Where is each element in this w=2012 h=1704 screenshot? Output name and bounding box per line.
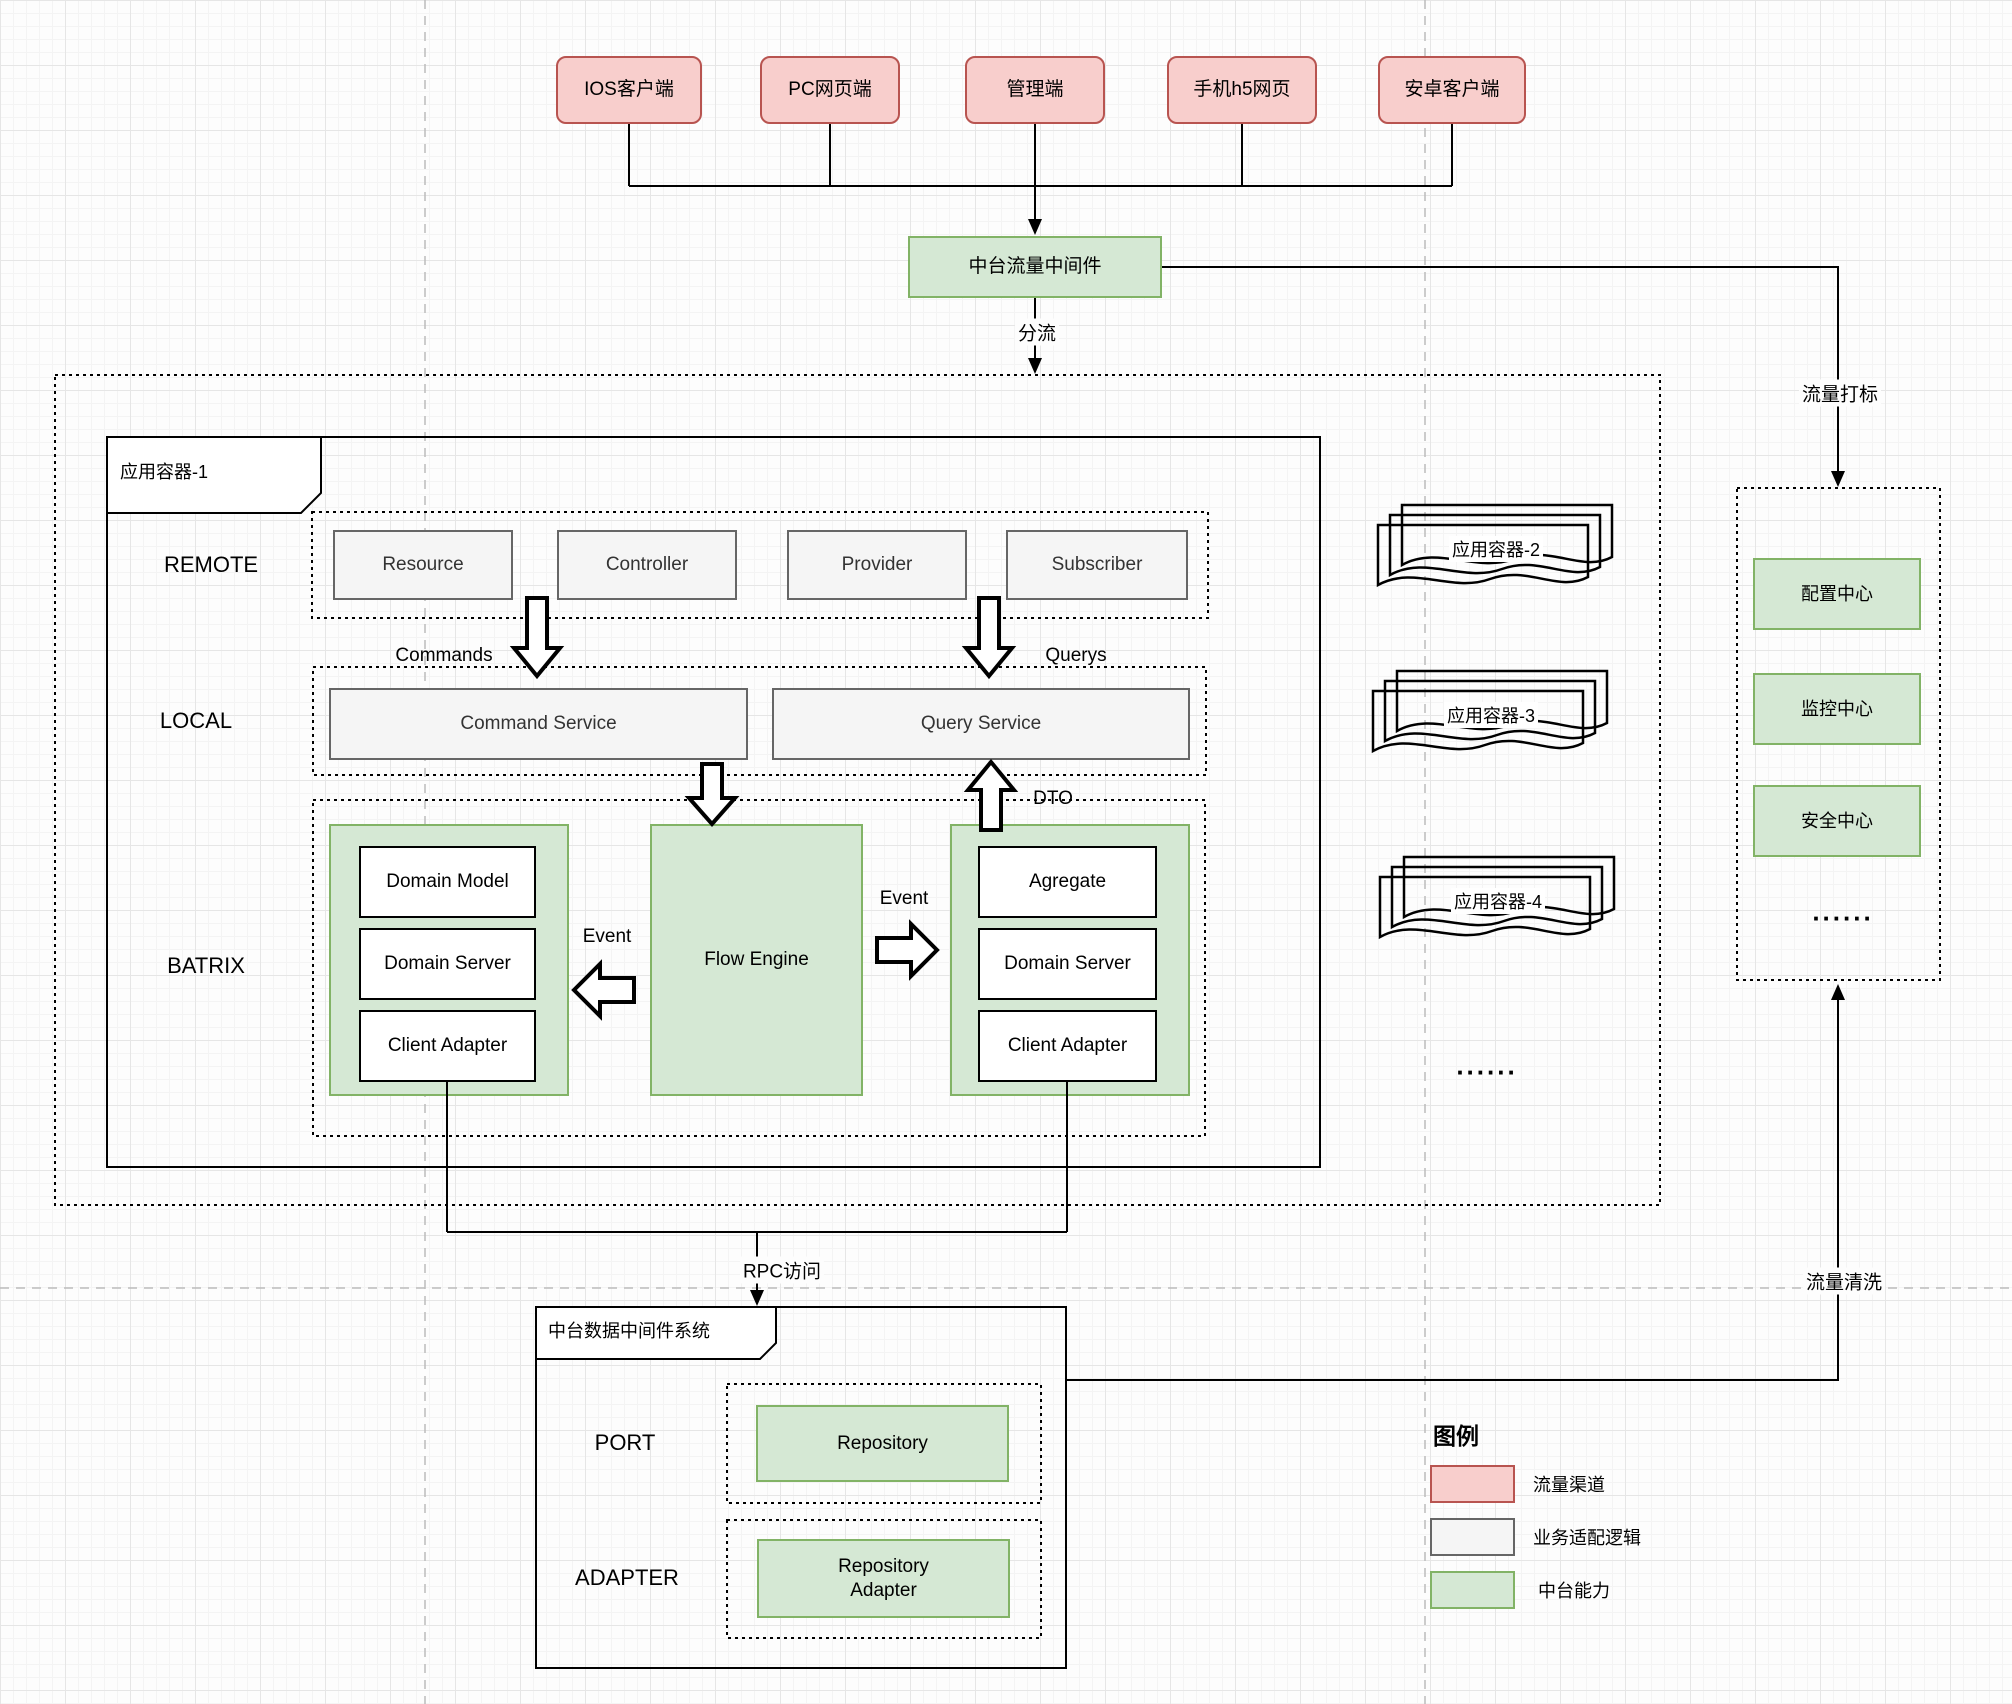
controller-box: Controller [557,530,737,600]
event-left-label: Event [582,926,632,947]
solid-containers [106,436,1321,1669]
domain-server-right-label: Domain Server [1004,953,1131,975]
subscriber-box: Subscriber [1006,530,1188,600]
agregate-label: Agregate [1028,871,1107,893]
dotted-boundaries [54,374,1941,1639]
app-container-1-title-tab [106,436,322,514]
client-box-admin: 管理端 [965,56,1105,124]
event-left-block-arrow [571,959,636,1021]
client-adapter-right-label: Client Adapter [1007,1035,1128,1057]
outer-boundary [54,374,1661,1206]
commands-label: Commands [395,645,493,666]
config-center-box: 配置中心 [1753,558,1921,630]
event-right-block-arrow [875,919,940,981]
event-right-label: Event [879,888,929,909]
data-middleware-title-tab [535,1306,777,1360]
resource-box: Resource [333,530,513,600]
legend-label-platform-capability: 中台能力 [1538,1581,1610,1601]
resource-label: Resource [382,554,464,576]
arrowheads [750,219,1845,1306]
client-box-android-label: 安卓客户端 [1404,79,1500,101]
flow-engine-box: Flow Engine [650,824,863,1096]
monitor-center-box: 监控中心 [1753,673,1921,745]
batrix-row-label: BATRIX [167,953,245,978]
client-box-mobile-h5-label: 手机h5网页 [1193,79,1291,101]
client-box-pc-web: PC网页端 [760,56,900,124]
provider-label: Provider [841,554,913,576]
domain-server-left-box: Domain Server [359,928,536,1000]
app-container-3-label: 应用容器-3 [1443,702,1539,728]
block-arrows [509,596,1019,1021]
client-adapter-left-label: Client Adapter [387,1035,508,1057]
rpc-access-label: RPC访问 [739,1256,825,1284]
commands-block-arrow [509,596,565,680]
adapter-section-boundary [726,1519,1042,1639]
batrix-section-boundary [312,799,1206,1137]
client-box-ios: IOS客户端 [556,56,702,124]
domain-model-box: Domain Model [359,846,536,918]
remote-row-label: REMOTE [163,552,259,577]
legend-swatch-business-logic [1430,1518,1515,1556]
port-row-label: PORT [594,1430,656,1455]
legend-label-business-logic: 业务适配逻辑 [1533,1528,1641,1548]
repository-adapter-label: Repository Adapter [838,1555,929,1601]
dto-label: DTO [1033,788,1073,809]
traffic-middleware-label: 中台流量中间件 [968,256,1102,278]
client-box-pc-web-label: PC网页端 [788,79,872,101]
command-service-box: Command Service [329,688,748,760]
legend-title: 图例 [1433,1423,1479,1449]
client-box-admin-label: 管理端 [1006,79,1064,101]
domain-model-label: Domain Model [386,871,509,893]
command-service-label: Command Service [460,713,617,735]
security-center-box: 安全中心 [1753,785,1921,857]
local-row-label: LOCAL [159,708,233,733]
legend-swatch-traffic-channel [1430,1465,1515,1503]
querys-block-arrow [961,596,1017,680]
repository-label: Repository [837,1432,928,1454]
query-service-box: Query Service [772,688,1190,760]
security-center-label: 安全中心 [1801,810,1873,831]
client-box-mobile-h5: 手机h5网页 [1167,56,1317,124]
local-section-boundary [312,666,1207,776]
legend-label-traffic-channel: 流量渠道 [1533,1475,1605,1495]
traffic-mark-label: 流量打标 [1798,379,1882,407]
app-stacks-ellipsis: ...... [1456,1050,1518,1081]
data-middleware-frame [535,1306,1067,1669]
client-box-ios-label: IOS客户端 [584,79,674,101]
legend-swatch-platform-capability [1430,1571,1515,1609]
subscriber-label: Subscriber [1051,554,1143,576]
app-container-1-frame [106,436,1321,1168]
flow-engine-label: Flow Engine [704,949,809,971]
remote-section-boundary [311,511,1209,619]
platform-services-boundary [1736,487,1941,981]
command-to-flow-block-arrow [684,762,740,828]
app-container-4-label: 应用容器-4 [1450,888,1546,914]
split-label: 分流 [1014,318,1060,346]
app-container-2-label: 应用容器-2 [1448,536,1544,562]
domain-server-right-box: Domain Server [978,928,1157,1000]
traffic-middleware-box: 中台流量中间件 [908,236,1162,298]
repository-box: Repository [756,1405,1009,1482]
dto-up-block-arrow [963,758,1019,832]
platform-services-ellipsis: ...... [1812,896,1874,927]
client-box-android: 安卓客户端 [1378,56,1526,124]
config-center-label: 配置中心 [1801,583,1873,604]
monitor-center-label: 监控中心 [1801,698,1873,719]
data-middleware-title: 中台数据中间件系统 [548,1321,710,1341]
traffic-clean-label: 流量清洗 [1802,1267,1886,1295]
query-service-label: Query Service [920,713,1042,735]
provider-box: Provider [787,530,967,600]
adapter-row-label: ADAPTER [575,1565,679,1590]
repository-adapter-box: Repository Adapter [757,1539,1010,1618]
port-section-boundary [726,1383,1042,1504]
app-container-1-title: 应用容器-1 [120,462,209,482]
client-adapter-left-box: Client Adapter [359,1010,536,1082]
agregate-box: Agregate [978,846,1157,918]
client-adapter-right-box: Client Adapter [978,1010,1157,1082]
querys-label: Querys [1045,645,1107,666]
controller-label: Controller [605,554,689,576]
domain-server-left-label: Domain Server [384,953,511,975]
connector-lines [446,124,1839,1381]
